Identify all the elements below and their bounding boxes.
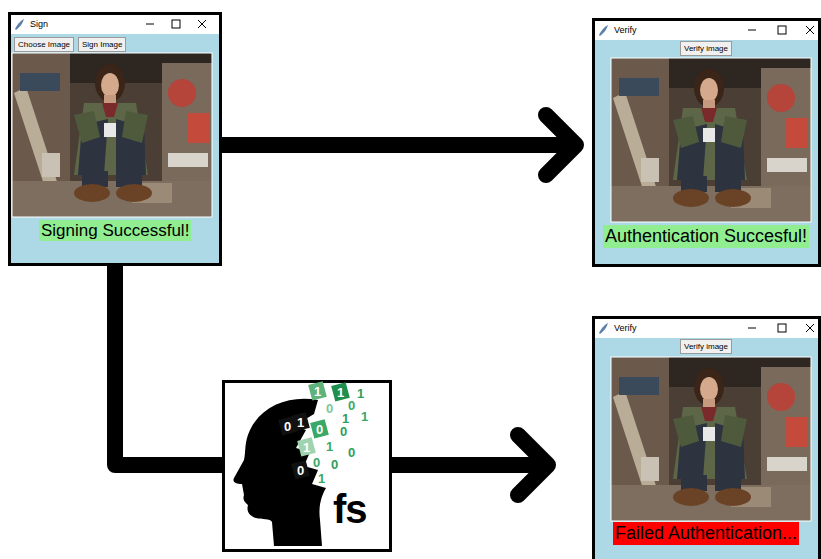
button-label: Choose Image — [18, 39, 70, 50]
flow-arrow — [115, 266, 222, 465]
binary-digit: 0 — [348, 446, 355, 459]
binary-digit: 1 — [342, 412, 349, 425]
sign-window: SignChoose Image Sign ImageSigning Succes… — [8, 12, 222, 266]
status-text: Authentication Succesful! — [605, 225, 807, 248]
binary-digit: 0 — [331, 458, 338, 471]
binary-digit: 1 — [357, 387, 364, 400]
binary-digit: 1 — [337, 386, 344, 399]
binary-digit: 1 — [297, 416, 304, 429]
binary-digit: 1 — [361, 410, 368, 423]
binary-digit: 0 — [316, 423, 323, 436]
window-title: Verify — [614, 323, 637, 334]
binary-digit: 1 — [326, 440, 333, 453]
choose-button: Choose Image — [14, 37, 74, 52]
window-title: Sign — [30, 19, 48, 30]
logo-text: fs — [333, 489, 367, 529]
binary-digit: 1 — [318, 472, 325, 485]
flow-arrow — [392, 435, 548, 495]
verify-window: VerifyVerify imageFailed Authentication.… — [592, 316, 821, 559]
verify-window: VerifyVerify imageAuthentication Succesf… — [592, 18, 821, 267]
binary-digit: 0 — [326, 402, 333, 415]
flow-arrow — [222, 115, 576, 175]
status-label: Failed Authentication... — [613, 522, 799, 545]
arrow-shaft — [222, 137, 576, 153]
verify-button: Verify image — [680, 41, 732, 56]
arrow-shaft — [115, 266, 222, 465]
binary-digit: 0 — [340, 425, 347, 438]
arrow-head — [518, 435, 548, 495]
button-label: Verify image — [684, 341, 728, 352]
button-label: Sign Image — [82, 39, 122, 50]
arrow-shaft — [392, 457, 548, 473]
forgery-icon-box: fs — [222, 380, 392, 552]
binary-digit: 0 — [348, 399, 355, 412]
status-label: Signing Successful! — [39, 220, 191, 241]
arrow-head — [546, 115, 576, 175]
button-label: Verify image — [684, 43, 728, 54]
binary-digit: 0 — [297, 464, 304, 477]
status-label: Authentication Succesful! — [603, 225, 809, 248]
status-text: Signing Successful! — [41, 220, 189, 241]
binary-digit: 1 — [314, 385, 321, 398]
binary-digit: 0 — [284, 420, 291, 433]
status-text: Failed Authentication... — [615, 522, 797, 545]
verify-button: Verify image — [680, 339, 732, 354]
window-title: Verify — [614, 25, 637, 36]
sign-button: Sign Image — [78, 37, 126, 52]
binary-digit: 1 — [303, 441, 310, 454]
binary-digit: 0 — [313, 456, 320, 469]
